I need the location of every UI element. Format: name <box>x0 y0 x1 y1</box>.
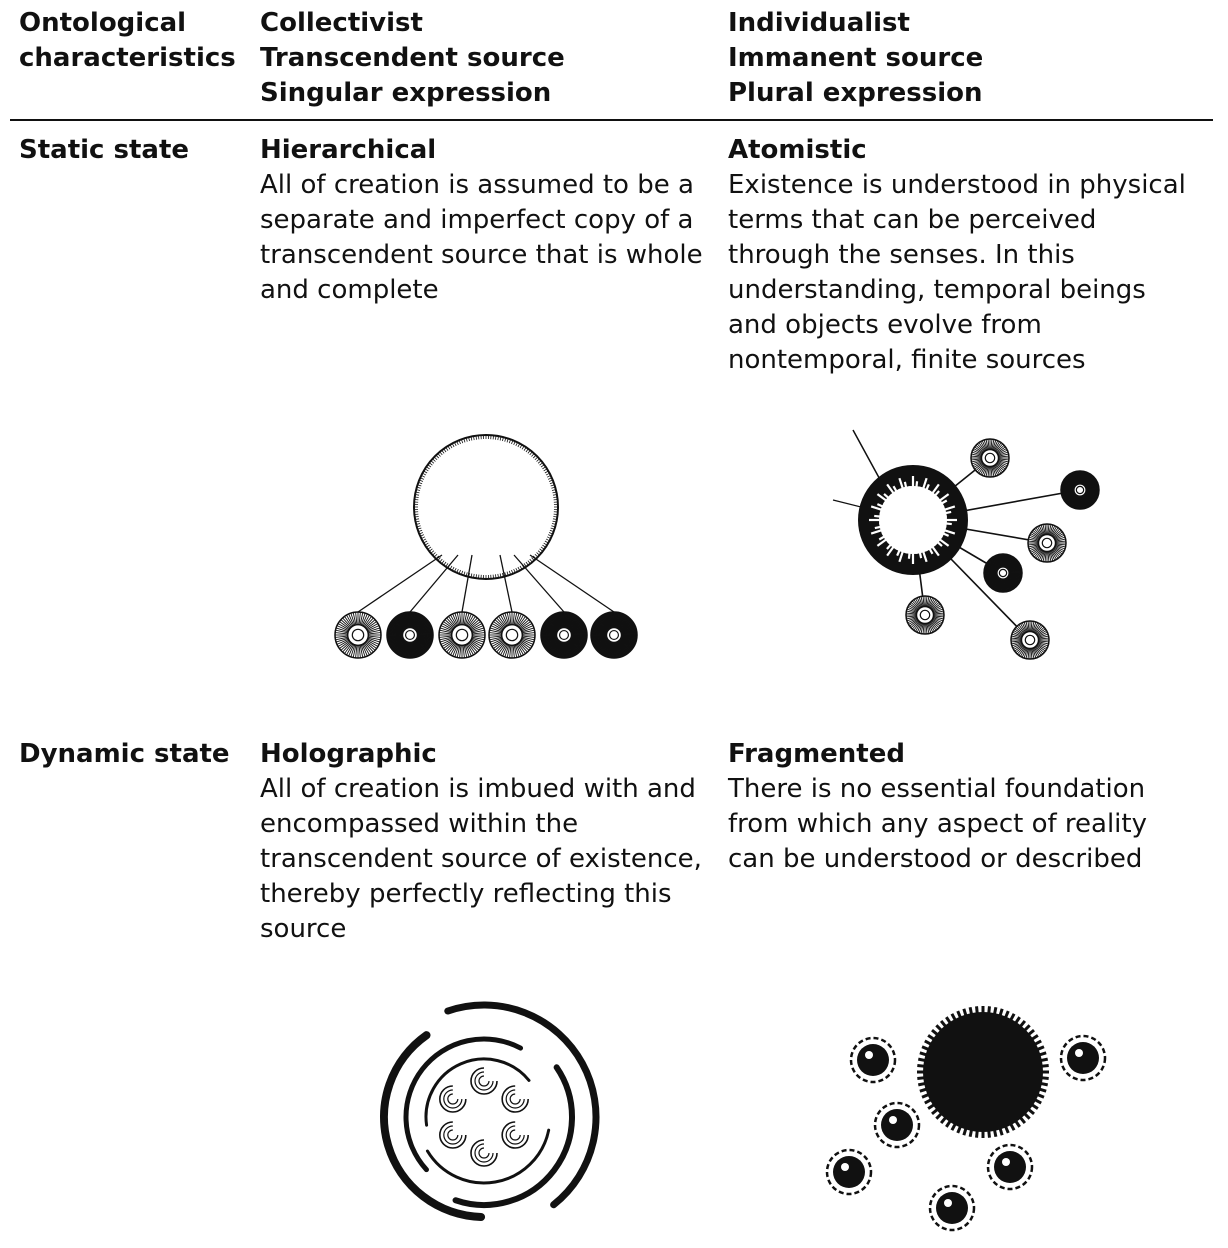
mini-spiral <box>470 1139 498 1167</box>
cell-title: Fragmented <box>728 739 905 769</box>
copy-ring <box>540 611 588 659</box>
connector-line <box>461 554 473 613</box>
atom-ring <box>1010 620 1050 660</box>
spiral-arc <box>403 1036 524 1173</box>
header-divider <box>10 119 1213 121</box>
row-label-static-state: Static state <box>19 135 190 165</box>
copy-ring <box>334 611 382 659</box>
spiral-arc <box>424 1057 531 1127</box>
mini-spiral <box>501 1085 529 1113</box>
header-line: Immanent source <box>728 43 984 73</box>
atom-ring <box>905 595 945 635</box>
gear-circle <box>917 1006 1049 1138</box>
burst-circle <box>858 465 968 575</box>
hierarchical-figure <box>334 434 638 659</box>
copy-ring <box>590 611 638 659</box>
header-line: Individualist <box>728 8 910 38</box>
mini-spiral <box>501 1121 529 1149</box>
cell-description: There is no essential foundation from wh… <box>728 774 1147 874</box>
ray-line <box>852 429 884 486</box>
header-collectivist: Collectivist Transcendent source Singula… <box>260 6 565 111</box>
cell-atomistic: Atomistic Existence is understood in phy… <box>728 133 1198 378</box>
row-label-dynamic-state: Dynamic state <box>19 739 230 769</box>
connector-line <box>499 554 513 613</box>
header-line: Plural expression <box>728 78 983 108</box>
fragment-blob <box>873 1101 921 1149</box>
atom-ring <box>970 438 1010 478</box>
cell-title: Hierarchical <box>260 135 437 165</box>
header-line: Collectivist <box>260 8 423 38</box>
holographic-figure <box>380 1001 600 1221</box>
connector-line <box>529 554 615 613</box>
fragment-blob <box>1059 1034 1107 1082</box>
atomistic-figure <box>832 429 1100 660</box>
header-line: Singular expression <box>260 78 552 108</box>
spiral-arc <box>380 1031 486 1221</box>
header-line: characteristics <box>19 43 236 73</box>
connector-line <box>513 554 565 613</box>
cell-description: Existence is understood in physical term… <box>728 170 1186 375</box>
atom-ring <box>1060 470 1100 510</box>
cell-title: Holographic <box>260 739 437 769</box>
header-ontological-characteristics: Ontological characteristics <box>19 6 236 76</box>
spiral-arc <box>444 1001 600 1209</box>
mini-spiral <box>439 1121 467 1149</box>
cell-fragmented: Fragmented There is no essential foundat… <box>728 737 1198 877</box>
header-line: Transcendent source <box>260 43 565 73</box>
fragment-blob <box>928 1184 976 1232</box>
mini-spiral <box>470 1067 498 1095</box>
cell-holographic: Holographic All of creation is imbued wi… <box>260 737 710 947</box>
fragment-blob <box>849 1036 897 1084</box>
fragmented-figure <box>825 1006 1107 1232</box>
spiral-arc <box>452 1064 575 1208</box>
mini-spiral <box>439 1085 467 1113</box>
connector-line <box>357 554 443 613</box>
source-circle <box>413 434 559 580</box>
fragment-blob <box>825 1148 873 1196</box>
atom-ring <box>983 553 1023 593</box>
atom-ring <box>1027 523 1067 563</box>
copy-ring <box>386 611 434 659</box>
copy-ring <box>488 611 536 659</box>
connector-line <box>409 554 459 613</box>
cell-description: All of creation is assumed to be a separ… <box>260 170 703 305</box>
fragment-blob <box>986 1143 1034 1191</box>
header-individualist: Individualist Immanent source Plural exp… <box>728 6 983 111</box>
cell-hierarchical: Hierarchical All of creation is assumed … <box>260 133 710 308</box>
copy-ring <box>438 611 486 659</box>
header-line: Ontological <box>19 8 187 38</box>
cell-title: Atomistic <box>728 135 867 165</box>
cell-description: All of creation is imbued with and encom… <box>260 774 702 944</box>
spiral-arc <box>425 1128 551 1185</box>
